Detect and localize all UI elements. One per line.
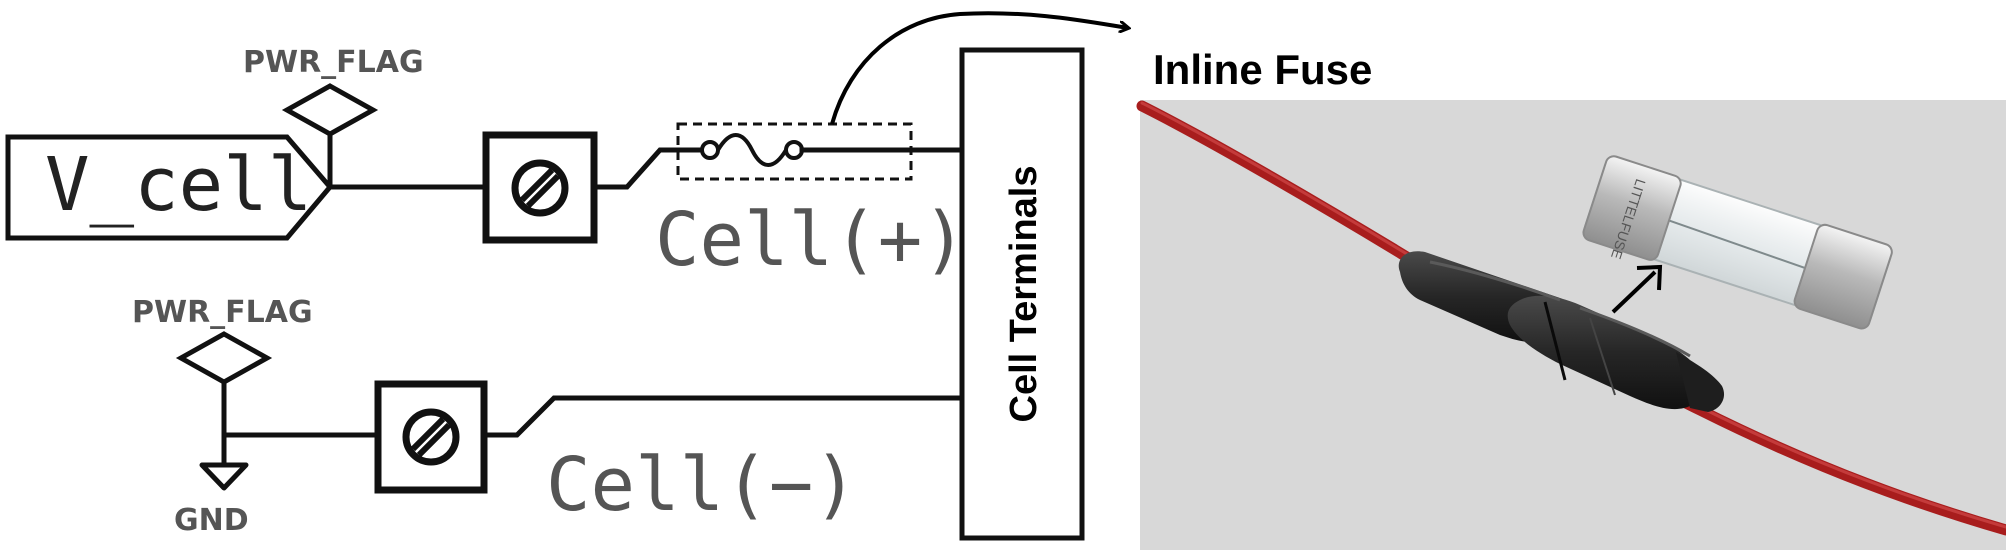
net-label-v-cell: V_cell <box>5 134 334 241</box>
screw-terminal-icon <box>374 380 488 494</box>
ground-symbol-icon: GND <box>174 462 249 538</box>
ground-label: GND <box>174 503 249 538</box>
pwr-flag-bottom-label: PWR_FLAG <box>132 295 313 330</box>
pwr-flag-top-label: PWR_FLAG <box>243 45 424 80</box>
glass-fuse: LITTELFUSE <box>1582 155 1893 330</box>
net-label-text: V_cell <box>45 142 312 228</box>
arrow-icon <box>830 11 1128 125</box>
wire-terminal-to-fuse <box>591 147 703 190</box>
arrow-icon <box>1611 264 1663 314</box>
wire-terminal-to-cell-negative <box>481 395 965 438</box>
pwr-flag-top: PWR_FLAG <box>243 45 424 190</box>
screw-terminal-icon <box>482 131 598 244</box>
schematic: V_cell PWR_FLAG Cell(+) <box>5 11 1128 541</box>
cell-terminals-block: Cell Terminals <box>959 47 1085 541</box>
cell-terminals-label: Cell Terminals <box>1003 166 1045 423</box>
photo-title: Inline Fuse <box>1153 46 1372 93</box>
cell-positive-label: Cell(+) <box>655 197 967 283</box>
pwr-flag-bottom: PWR_FLAG <box>132 295 313 468</box>
inline-fuse-photo: Inline Fuse LITTELFUSE <box>1136 46 2006 550</box>
cell-negative-label: Cell(−) <box>546 442 858 528</box>
fuse-symbol-icon <box>675 122 963 181</box>
fuse-holder <box>1398 251 1725 412</box>
